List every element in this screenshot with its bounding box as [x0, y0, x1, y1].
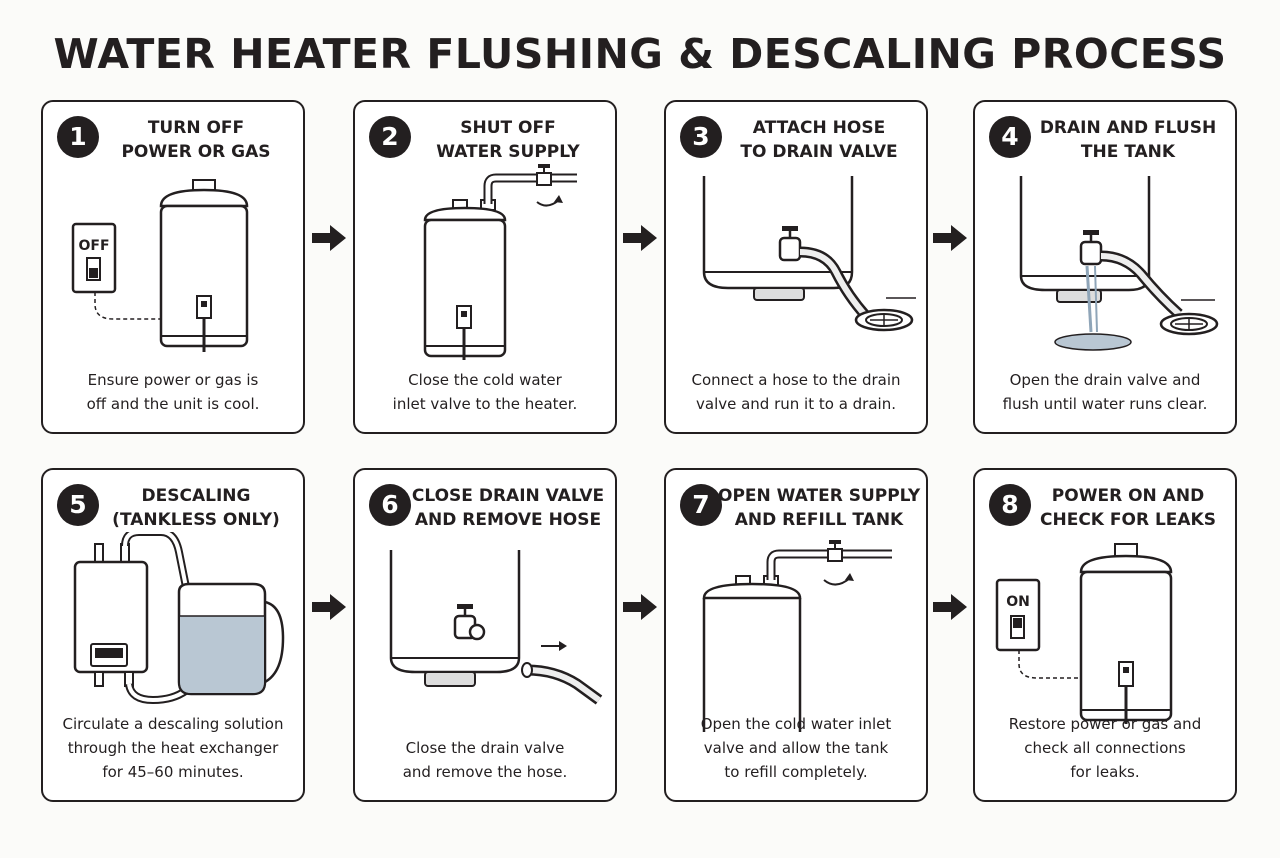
step-description-3: Connect a hose to the drain valve and ru…: [691, 371, 901, 413]
step-description-7: Open the cold water inlet valve and allo…: [700, 715, 892, 781]
step-heading-2: SHUT OFF WATER SUPPLY: [436, 118, 580, 162]
step-number-5: 5: [57, 484, 99, 526]
water-heater-icon: [1019, 176, 1151, 303]
floor-drain-icon: [854, 308, 914, 332]
step-card-7: 7 OPEN WATER SUPPLY AND REFILL TANK Open…: [664, 468, 928, 802]
step-illustration-5: [73, 532, 285, 705]
step-number-2: 2: [369, 116, 411, 158]
page-title: WATER HEATER FLUSHING & DESCALING PROCES…: [53, 30, 1227, 78]
step-illustration-2: [423, 164, 577, 360]
step-card-3: 3 ATTACH HOSE TO DRAIN VALVE Connect a h…: [664, 100, 928, 434]
step-description-2: Close the cold water inlet valve to the …: [392, 371, 578, 413]
step-heading-7: OPEN WATER SUPPLY AND REFILL TANK: [718, 486, 921, 530]
step-heading-8: POWER ON AND CHECK FOR LEAKS: [1040, 486, 1216, 530]
step-description-4: Open the drain valve and flush until wat…: [1002, 371, 1208, 413]
water-heater-icon: [1079, 543, 1173, 724]
valve-icon: [453, 604, 486, 641]
step-illustration-1: OFF: [71, 179, 249, 352]
step-description-1: Ensure power or gas is off and the unit …: [86, 371, 260, 413]
arrow-right-icon: [623, 594, 657, 620]
step-number-8: 8: [989, 484, 1031, 526]
water-flow-icon: [1054, 265, 1132, 351]
water-heater-icon: [423, 199, 507, 360]
arrow-right-icon: [312, 594, 346, 620]
floor-drain-icon: [1159, 312, 1219, 336]
step-heading-5: DESCALING (TANKLESS ONLY): [112, 486, 280, 530]
water-heater-icon: [702, 575, 802, 732]
step-illustration-6: [389, 550, 603, 705]
tankless-heater-icon: [73, 543, 149, 687]
step-number-3: 3: [680, 116, 722, 158]
step-heading-6: CLOSE DRAIN VALVE AND REMOVE HOSE: [411, 486, 605, 530]
valve-icon: [536, 164, 552, 186]
step-illustration-7: [702, 540, 892, 732]
step-illustration-8: ON: [995, 543, 1173, 724]
arrow-right-icon: [933, 225, 967, 251]
arrow-right-icon: [623, 225, 657, 251]
step-card-4: 4 DRAIN AND FLUSH THE TANK: [973, 100, 1237, 434]
arrow-right-icon: [933, 594, 967, 620]
arrow-right-icon: [559, 641, 567, 651]
step-number-1: 1: [57, 116, 99, 158]
step-illustration-3: [702, 176, 916, 332]
step-heading-1: TURN OFF POWER OR GAS: [121, 118, 271, 162]
step-number-4: 4: [989, 116, 1031, 158]
power-switch-icon: OFF: [71, 222, 117, 294]
step-number-7: 7: [680, 484, 722, 526]
power-switch-icon: ON: [995, 578, 1041, 652]
step-card-5: 5 DESCALING (TANKLESS ONLY) Circulate a …: [41, 468, 305, 802]
arrow-right-icon: [312, 225, 346, 251]
switch-label-off: OFF: [78, 238, 109, 254]
water-heater-icon: [159, 179, 249, 352]
step-heading-4: DRAIN AND FLUSH THE TANK: [1039, 118, 1217, 162]
step-number-6: 6: [369, 484, 411, 526]
step-card-1: 1 TURN OFF POWER OR GAS OFF Ensure power…: [41, 100, 305, 434]
step-card-6: 6 CLOSE DRAIN VALVE AND REMOVE HOSE Clos…: [353, 468, 617, 802]
step-description-8: Restore power or gas and check all conne…: [1008, 715, 1202, 781]
valve-icon: [827, 540, 843, 562]
switch-label-on: ON: [1006, 594, 1030, 610]
step-heading-3: ATTACH HOSE TO DRAIN VALVE: [740, 118, 898, 162]
step-description-5: Circulate a descaling solution through t…: [62, 715, 284, 781]
descaling-bucket-icon: [177, 582, 285, 696]
step-card-8: 8 POWER ON AND CHECK FOR LEAKS ON Restor…: [973, 468, 1237, 802]
water-heater-icon: [389, 550, 521, 687]
water-heater-icon: [702, 176, 854, 301]
step-illustration-4: [1019, 176, 1219, 351]
step-description-6: Close the drain valve and remove the hos…: [402, 739, 568, 781]
step-card-2: 2 SHUT OFF WATER SUPPLY Close the cold w…: [353, 100, 617, 434]
